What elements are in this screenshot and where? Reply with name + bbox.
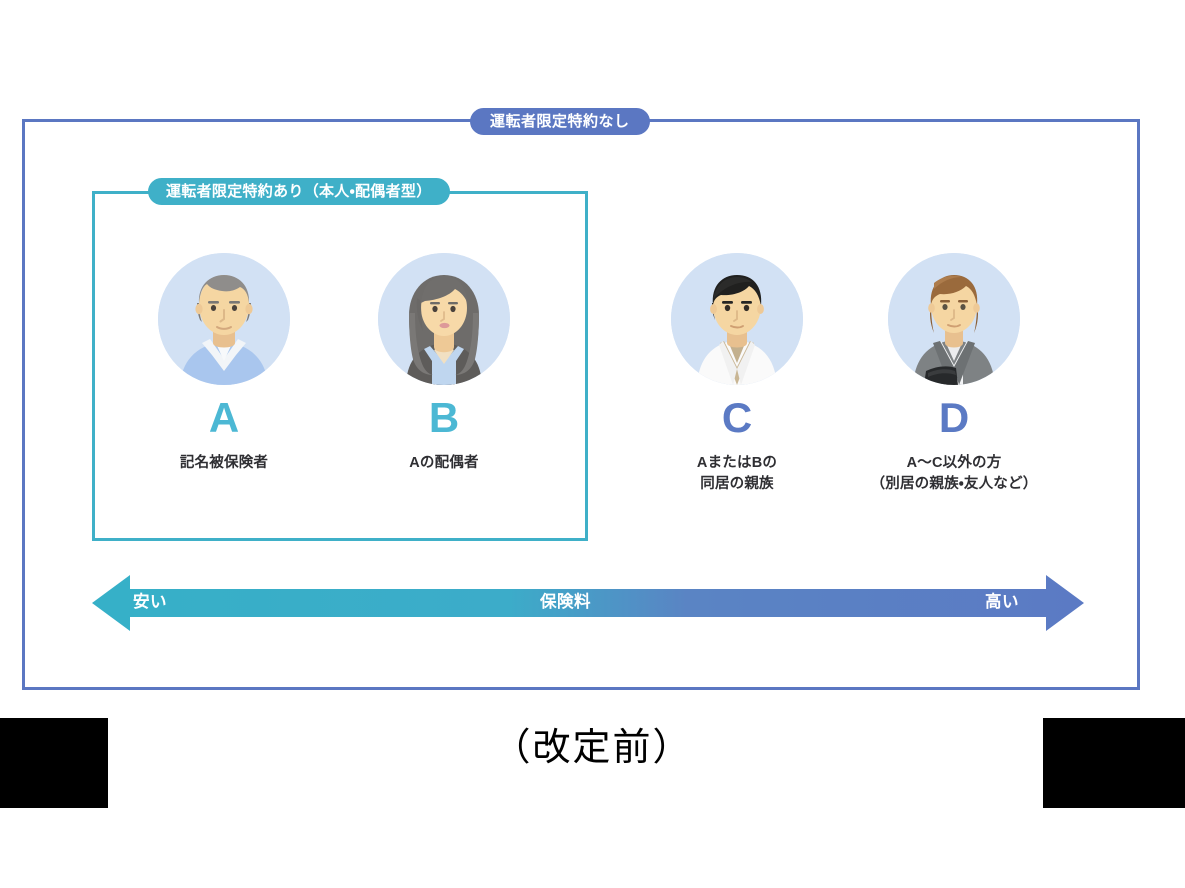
person-description-line1: AまたはBの [696,455,778,471]
older-man-avatar [158,253,290,385]
person-description: A〜C以外の方 （別居の親族・友人など） [864,453,1044,495]
person-description-line2: 同居の親族 [700,476,774,493]
figure-caption: （改定前） [492,727,693,769]
brown-hair-person-avatar [888,253,1020,385]
person-letter: C [721,394,753,441]
arrow-label-premium: 保険料 [540,593,591,611]
person-description-line2: （別居の親族・友人など） [870,476,1038,493]
premium-scale-arrow [92,575,1084,631]
person-letter: A [208,394,240,441]
restriction-badge: 運転者限定特約あり（本人・配偶者型） [148,178,450,205]
arrow-label-expensive: 高い [985,593,1019,611]
person-description: Aの配偶者 [354,453,534,474]
person-card-a: A 記名被保険者 [134,253,314,474]
person-letter: D [938,394,970,441]
person-card-b: B Aの配偶者 [354,253,534,474]
person-card-d: D A〜C以外の方 （別居の親族・友人など） [864,253,1044,495]
black-block-left [0,718,108,808]
person-description: 記名被保険者 [134,453,314,474]
person-letter: B [428,394,460,441]
person-card-c: C AまたはBの 同居の親族 [647,253,827,495]
no-restriction-badge: 運転者限定特約なし [470,108,650,135]
person-description-line1: 記名被保険者 [179,455,269,471]
black-block-right [1043,718,1185,808]
young-man-avatar [671,253,803,385]
person-description-line1: Aの配偶者 [409,455,479,471]
arrow-label-cheap: 安い [133,593,167,611]
person-description: AまたはBの 同居の親族 [647,453,827,495]
long-hair-woman-avatar [378,253,510,385]
person-description-line1: A〜C以外の方 [906,455,1002,471]
